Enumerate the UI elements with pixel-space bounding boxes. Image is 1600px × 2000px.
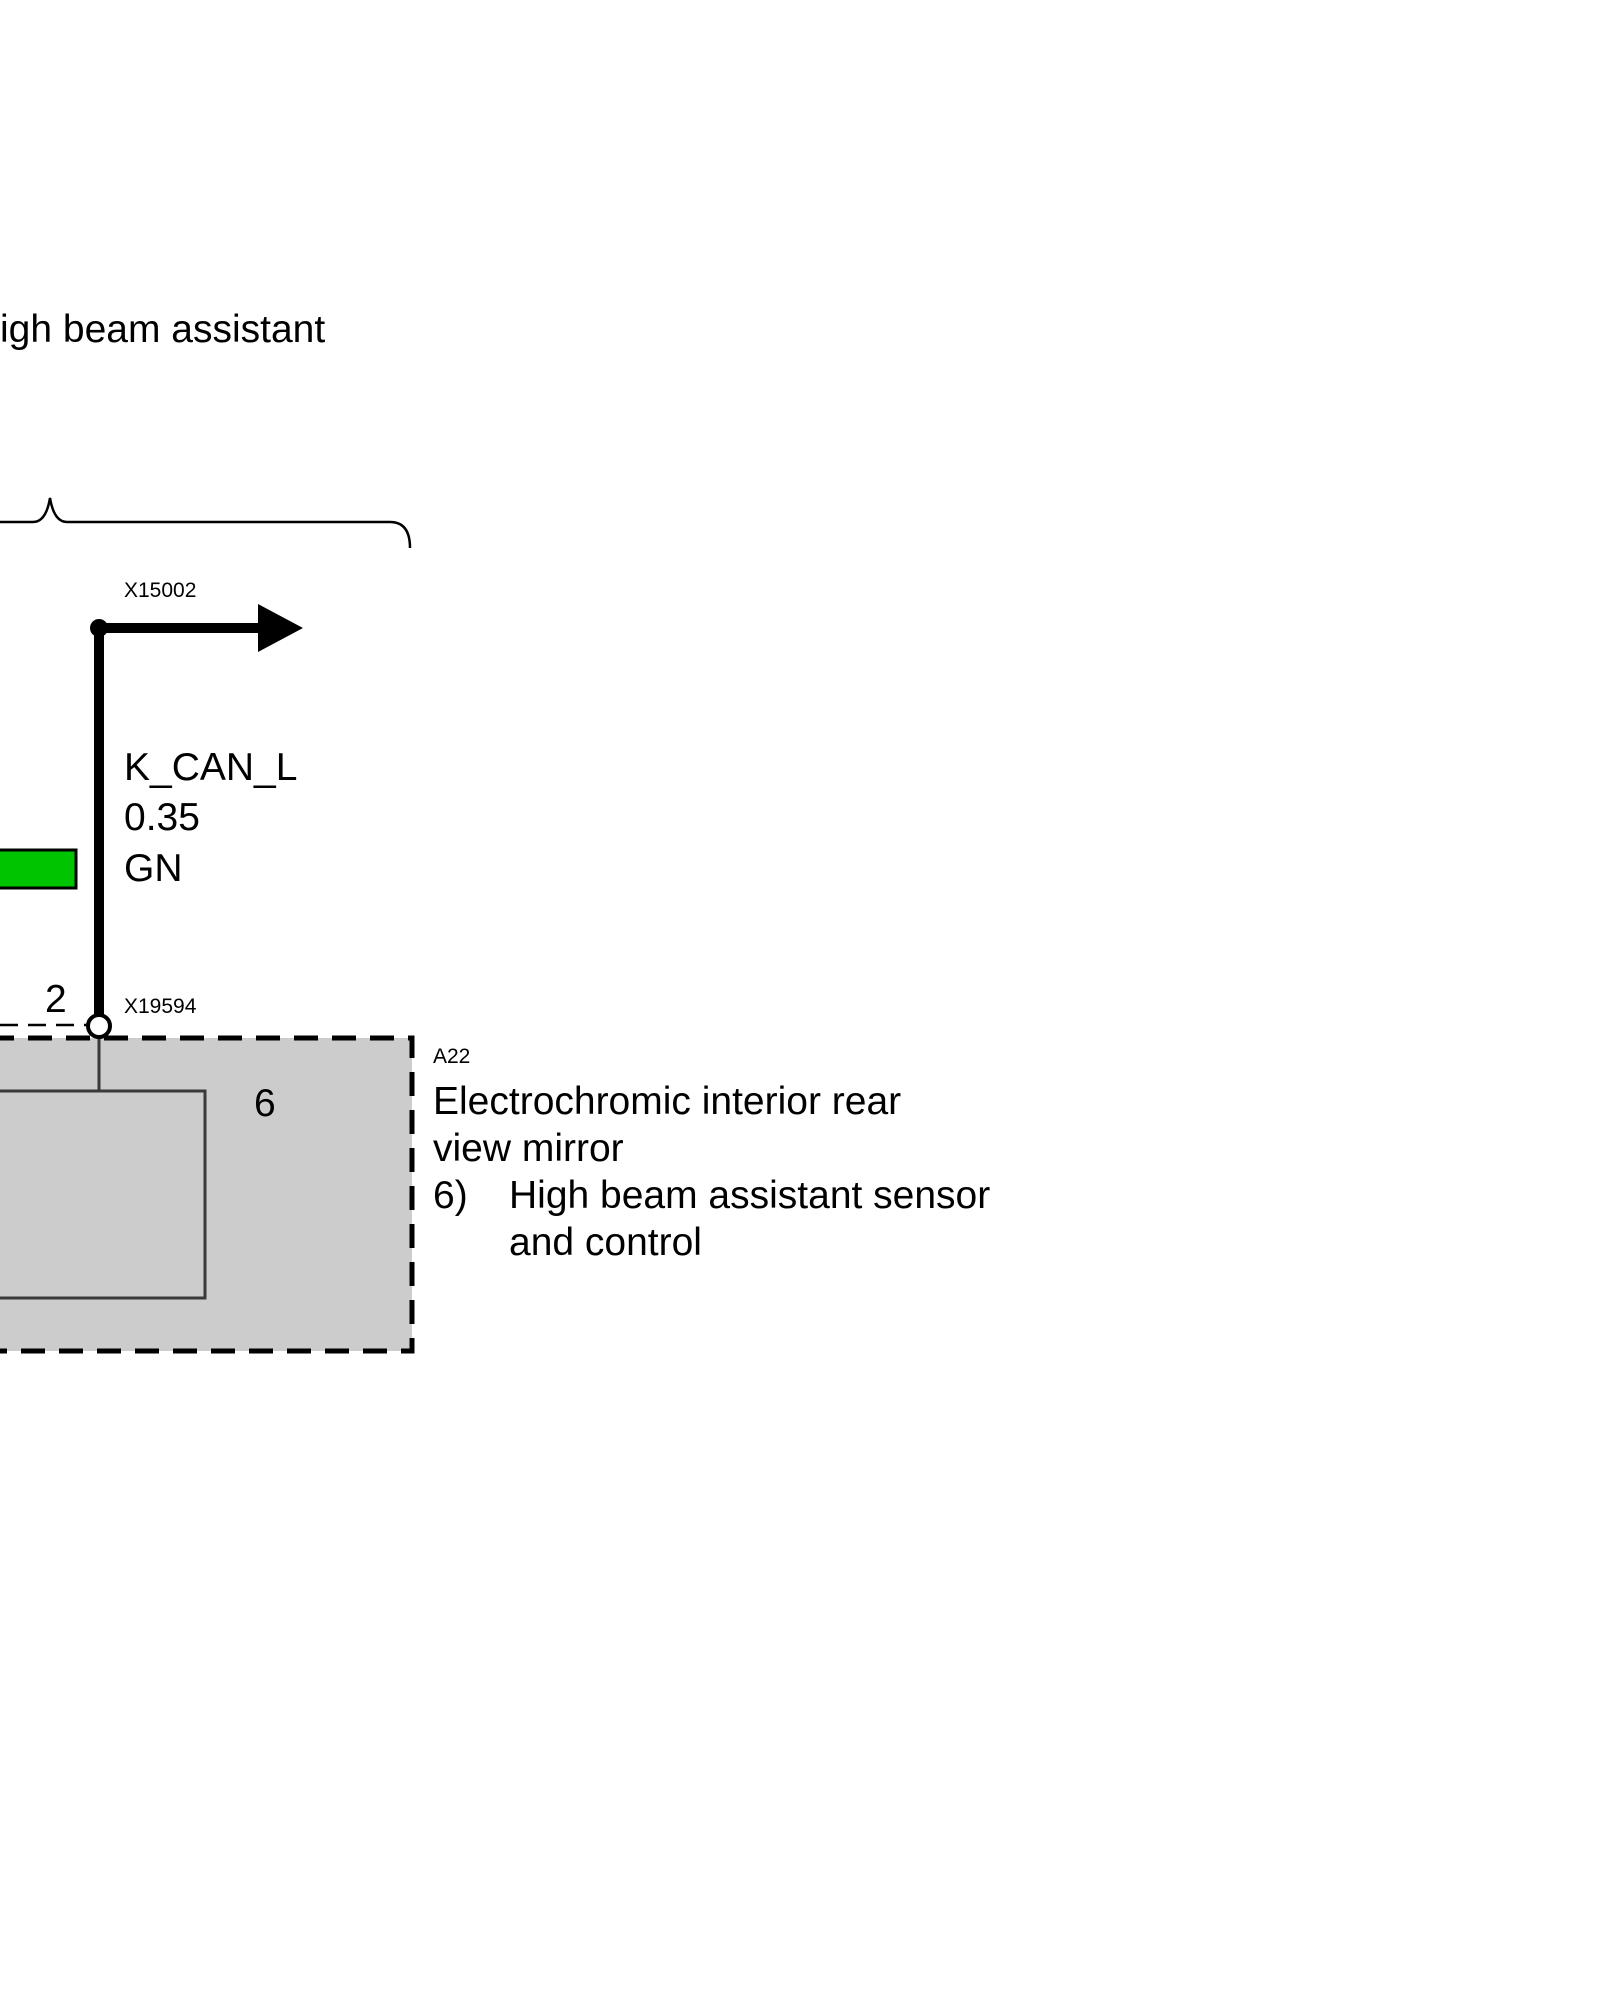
component-name-line2: view mirror [433, 1127, 624, 1170]
component-name-line1: Electrochromic interior rear [433, 1080, 901, 1123]
wire-signal-name: K_CAN_L [124, 746, 297, 789]
diagram-title: igh beam assistant [0, 308, 325, 351]
connector-pin-number: 2 [45, 978, 67, 1021]
grouping-brace [0, 497, 412, 549]
continuation-arrow-icon [258, 604, 303, 652]
component-sub-number: 6) [433, 1174, 468, 1217]
wire-color-code: GN [124, 847, 183, 890]
connector-bottom-id: X19594 [124, 995, 197, 1018]
connector-pin-circle [86, 1013, 112, 1039]
junction-dot [90, 619, 108, 637]
wire-color-swatch [0, 848, 78, 890]
wire-gauge: 0.35 [124, 796, 200, 839]
component-ref: A22 [433, 1045, 470, 1068]
connector-top-id: X15002 [124, 579, 196, 602]
component-sub-line2: and control [509, 1221, 702, 1264]
component-pin-number: 6 [254, 1082, 276, 1125]
component-sub-line1: High beam assistant sensor [509, 1174, 990, 1217]
